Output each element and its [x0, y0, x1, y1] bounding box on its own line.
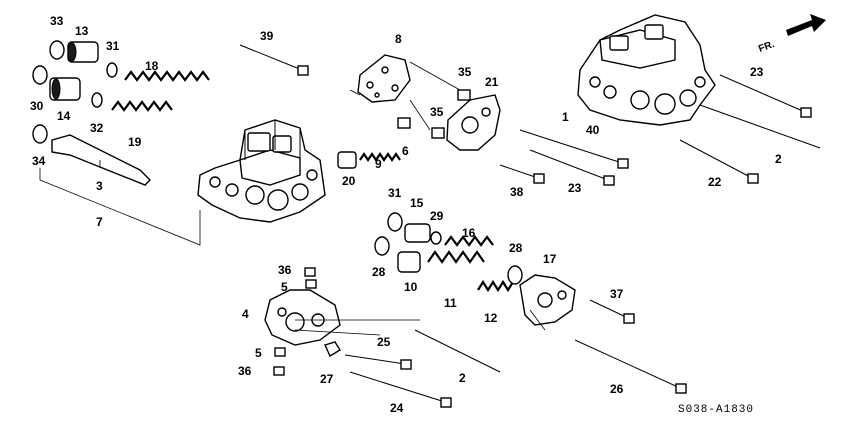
- callout-37: 37: [610, 287, 624, 301]
- callout-36b: 36: [238, 364, 252, 378]
- callout-26: 26: [610, 382, 624, 396]
- separator-plate: [357, 54, 411, 103]
- callout-40: 40: [586, 123, 600, 137]
- bolts: [239, 44, 821, 408]
- callout-13: 13: [75, 24, 89, 38]
- callout-25: 25: [377, 335, 391, 349]
- front-direction-arrow: FR.: [757, 14, 826, 55]
- callout-9: 9: [375, 157, 382, 171]
- callout-7: 7: [96, 215, 103, 229]
- valve-parts: [32, 40, 523, 376]
- callout-2: 2: [775, 152, 782, 166]
- callout-29: 29: [430, 209, 444, 223]
- callout-22: 22: [708, 175, 722, 189]
- callout-38: 38: [510, 185, 524, 199]
- callout-23b: 23: [568, 181, 582, 195]
- callout-21: 21: [485, 75, 499, 89]
- callout-6: 6: [402, 144, 409, 158]
- callout-19: 19: [128, 135, 142, 149]
- callout-14: 14: [57, 109, 71, 123]
- callout-20: 20: [342, 174, 356, 188]
- callout-34: 34: [32, 154, 46, 168]
- callout-32: 32: [90, 121, 104, 135]
- callout-3: 3: [96, 179, 103, 193]
- servo-body: [264, 289, 341, 346]
- callout-31: 31: [106, 39, 120, 53]
- direction-label: FR.: [757, 39, 776, 55]
- callout-12: 12: [484, 311, 498, 325]
- leader-lines: [39, 61, 546, 336]
- callout-28b: 28: [372, 265, 386, 279]
- left-valve-body: [197, 119, 326, 223]
- accumulator-body: [446, 94, 501, 151]
- callout-30: 30: [30, 99, 44, 113]
- callout-1: 1: [562, 110, 569, 124]
- right-valve-body: [577, 14, 716, 126]
- callout-35b: 35: [430, 105, 444, 119]
- callout-24: 24: [390, 401, 404, 415]
- regulator-body: [519, 274, 576, 326]
- callout-10: 10: [404, 280, 418, 294]
- callout-5b: 5: [255, 346, 262, 360]
- callout-16: 16: [462, 226, 476, 240]
- callout-5: 5: [281, 280, 288, 294]
- callout-27: 27: [320, 372, 334, 386]
- callout-17: 17: [543, 252, 557, 266]
- callout-8: 8: [395, 32, 402, 46]
- callout-15: 15: [410, 196, 424, 210]
- callout-33: 33: [50, 14, 64, 28]
- callout-36: 36: [278, 263, 292, 277]
- callout-2b: 2: [459, 371, 466, 385]
- callout-18: 18: [145, 59, 159, 73]
- callout-23: 23: [750, 65, 764, 79]
- callout-39: 39: [260, 29, 274, 43]
- callout-35: 35: [458, 65, 472, 79]
- part-code: S038-A1830: [678, 404, 754, 416]
- callout-28: 28: [509, 241, 523, 255]
- callouts: 33 13 31 18 39 8 35 21 35 1 40 23 2 22 2…: [30, 14, 782, 415]
- callout-31b: 31: [388, 186, 402, 200]
- callout-4: 4: [242, 307, 249, 321]
- callout-11: 11: [444, 296, 457, 310]
